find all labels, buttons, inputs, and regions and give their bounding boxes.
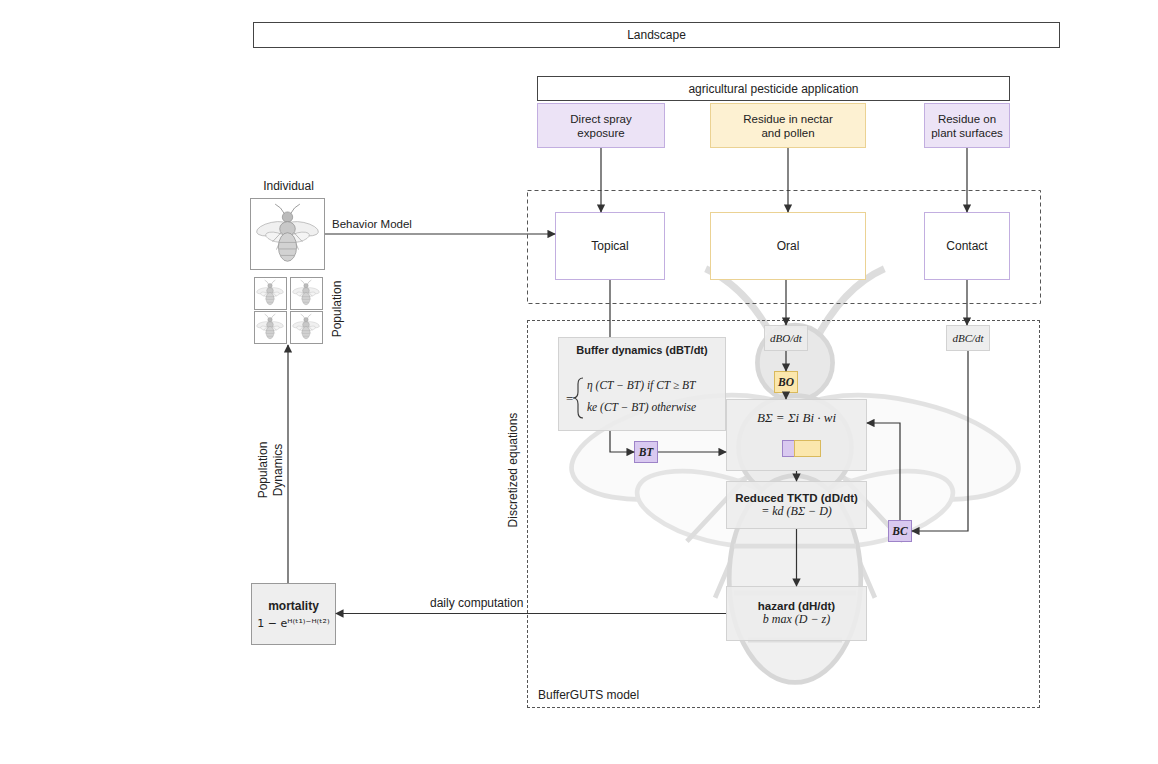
population-frame: [291, 312, 323, 344]
node-text: Residue on plant surfaces: [929, 112, 1005, 140]
population-icons: [255, 278, 323, 344]
node-text: Buffer dynamics (dBT/dt): [559, 344, 725, 356]
derivative-box: dBO/dt: [764, 325, 808, 351]
connector-arrow: [785, 280, 786, 325]
connector-arrow: [912, 351, 968, 531]
population-frame: [291, 278, 323, 310]
connector-arrow: [796, 529, 797, 586]
population-group: Population: [252, 275, 324, 345]
node-text: Population: [330, 269, 344, 349]
connector-arrow: [658, 451, 726, 452]
edge-label: Population Dynamics: [256, 433, 286, 508]
node-text: BC: [892, 525, 907, 537]
exposure-source-box: Residue on plant surfaces: [924, 103, 1010, 148]
connector-arrow: [287, 345, 288, 583]
node-text: Individual: [241, 179, 336, 193]
buffer-state-box: BO: [774, 371, 798, 393]
connector-arrow: [796, 471, 797, 481]
node-text: 1 − eᴴ⁽ᵗ¹⁾⁻ᴴ⁽ᵗ²⁾: [257, 617, 329, 630]
exposure-source-box: Direct spray exposure: [537, 103, 665, 148]
mortality-box: mortality 1 − eᴴ⁽ᵗ¹⁾⁻ᴴ⁽ᵗ²⁾: [251, 583, 336, 645]
node-text: Topical: [591, 239, 628, 253]
hazard-box: hazard (dH/dt)b max (D − z): [726, 586, 867, 641]
node-text: BT: [639, 446, 654, 458]
buffer-state-box: BT: [634, 441, 658, 463]
equation-box: Buffer dynamics (dBT/dt) = η (CT − BT) if …: [558, 337, 726, 431]
population-frame: [255, 278, 287, 310]
node-text: Discretized equations: [506, 400, 520, 540]
bee-icon: [292, 280, 320, 305]
edge-label: Behavior Model: [332, 218, 412, 230]
exposure-source-box: Residue in nectar and pollen: [710, 103, 866, 148]
connector-arrow: [966, 148, 967, 212]
connector-arrow: [787, 148, 788, 212]
node-text: agricultural pesticide application: [688, 82, 858, 96]
bee-icon: [292, 314, 320, 339]
sum-icon: [783, 441, 795, 457]
bee-icon: [256, 280, 284, 305]
population-frame: [255, 312, 287, 344]
node-text: dBC/dt: [952, 332, 983, 344]
tktd-box: Reduced TKTD (dD/dt)= kd (BΣ − D): [726, 481, 867, 529]
exposure-frame: [528, 191, 1041, 304]
application-box: agricultural pesticide application: [537, 76, 1010, 101]
exposure-route-box: Contact: [924, 212, 1010, 280]
exposure-route-box: Oral: [710, 212, 866, 280]
node-text: mortality: [268, 599, 319, 613]
node-text: Reduced TKTD (dD/dt): [735, 492, 858, 504]
buffer-state-box: BC: [888, 520, 912, 542]
connector-arrow: [336, 613, 726, 614]
connector-arrow: [600, 148, 601, 212]
connector-arrow: [966, 280, 967, 325]
bee-icon: [256, 314, 284, 339]
node-text: BO: [778, 376, 794, 388]
model-frame: BufferGUTS modelDiscretized equationsBuf…: [527, 320, 1040, 708]
node-text: Contact: [946, 239, 987, 253]
node-text: Residue in nectar and pollen: [733, 112, 843, 140]
connector-arrow: [609, 280, 610, 337]
node-text: Landscape: [627, 28, 686, 42]
node-text: BufferGUTS model: [538, 688, 639, 702]
case-brace: [573, 378, 583, 418]
edge-label: daily computation: [430, 596, 523, 610]
node-text: ke (CT − BT) otherwise: [587, 401, 696, 413]
connector-arrow: [325, 233, 555, 234]
node-text: b max (D − z): [763, 612, 830, 627]
node-text: BΣ = Σi Bi · wi: [757, 410, 836, 426]
connector-arrow: [785, 351, 786, 371]
node-text: hazard (dH/dt): [758, 600, 835, 612]
bee-icon: [255, 204, 319, 261]
node-text: = kd (BΣ − D): [761, 504, 832, 519]
connector-arrow: [867, 423, 900, 520]
derivative-box: dBC/dt: [946, 325, 990, 351]
bee-illustration: [562, 269, 1028, 683]
sum-icon: [795, 441, 821, 457]
individual-box: Individual: [250, 198, 325, 270]
sum-box: BΣ = Σi Bi · wi: [726, 399, 867, 471]
connector-arrow: [610, 431, 634, 452]
node-text: dBO/dt: [770, 332, 802, 344]
node-text: =: [566, 391, 573, 407]
node-text: Direct spray exposure: [552, 112, 650, 140]
exposure-route-box: Topical: [555, 212, 665, 280]
node-text: η (CT − BT) if CT ≥ BT: [587, 379, 696, 391]
landscape-band: Landscape: [253, 22, 1060, 48]
node-text: Oral: [777, 239, 800, 253]
connector-arrow: [785, 393, 786, 399]
